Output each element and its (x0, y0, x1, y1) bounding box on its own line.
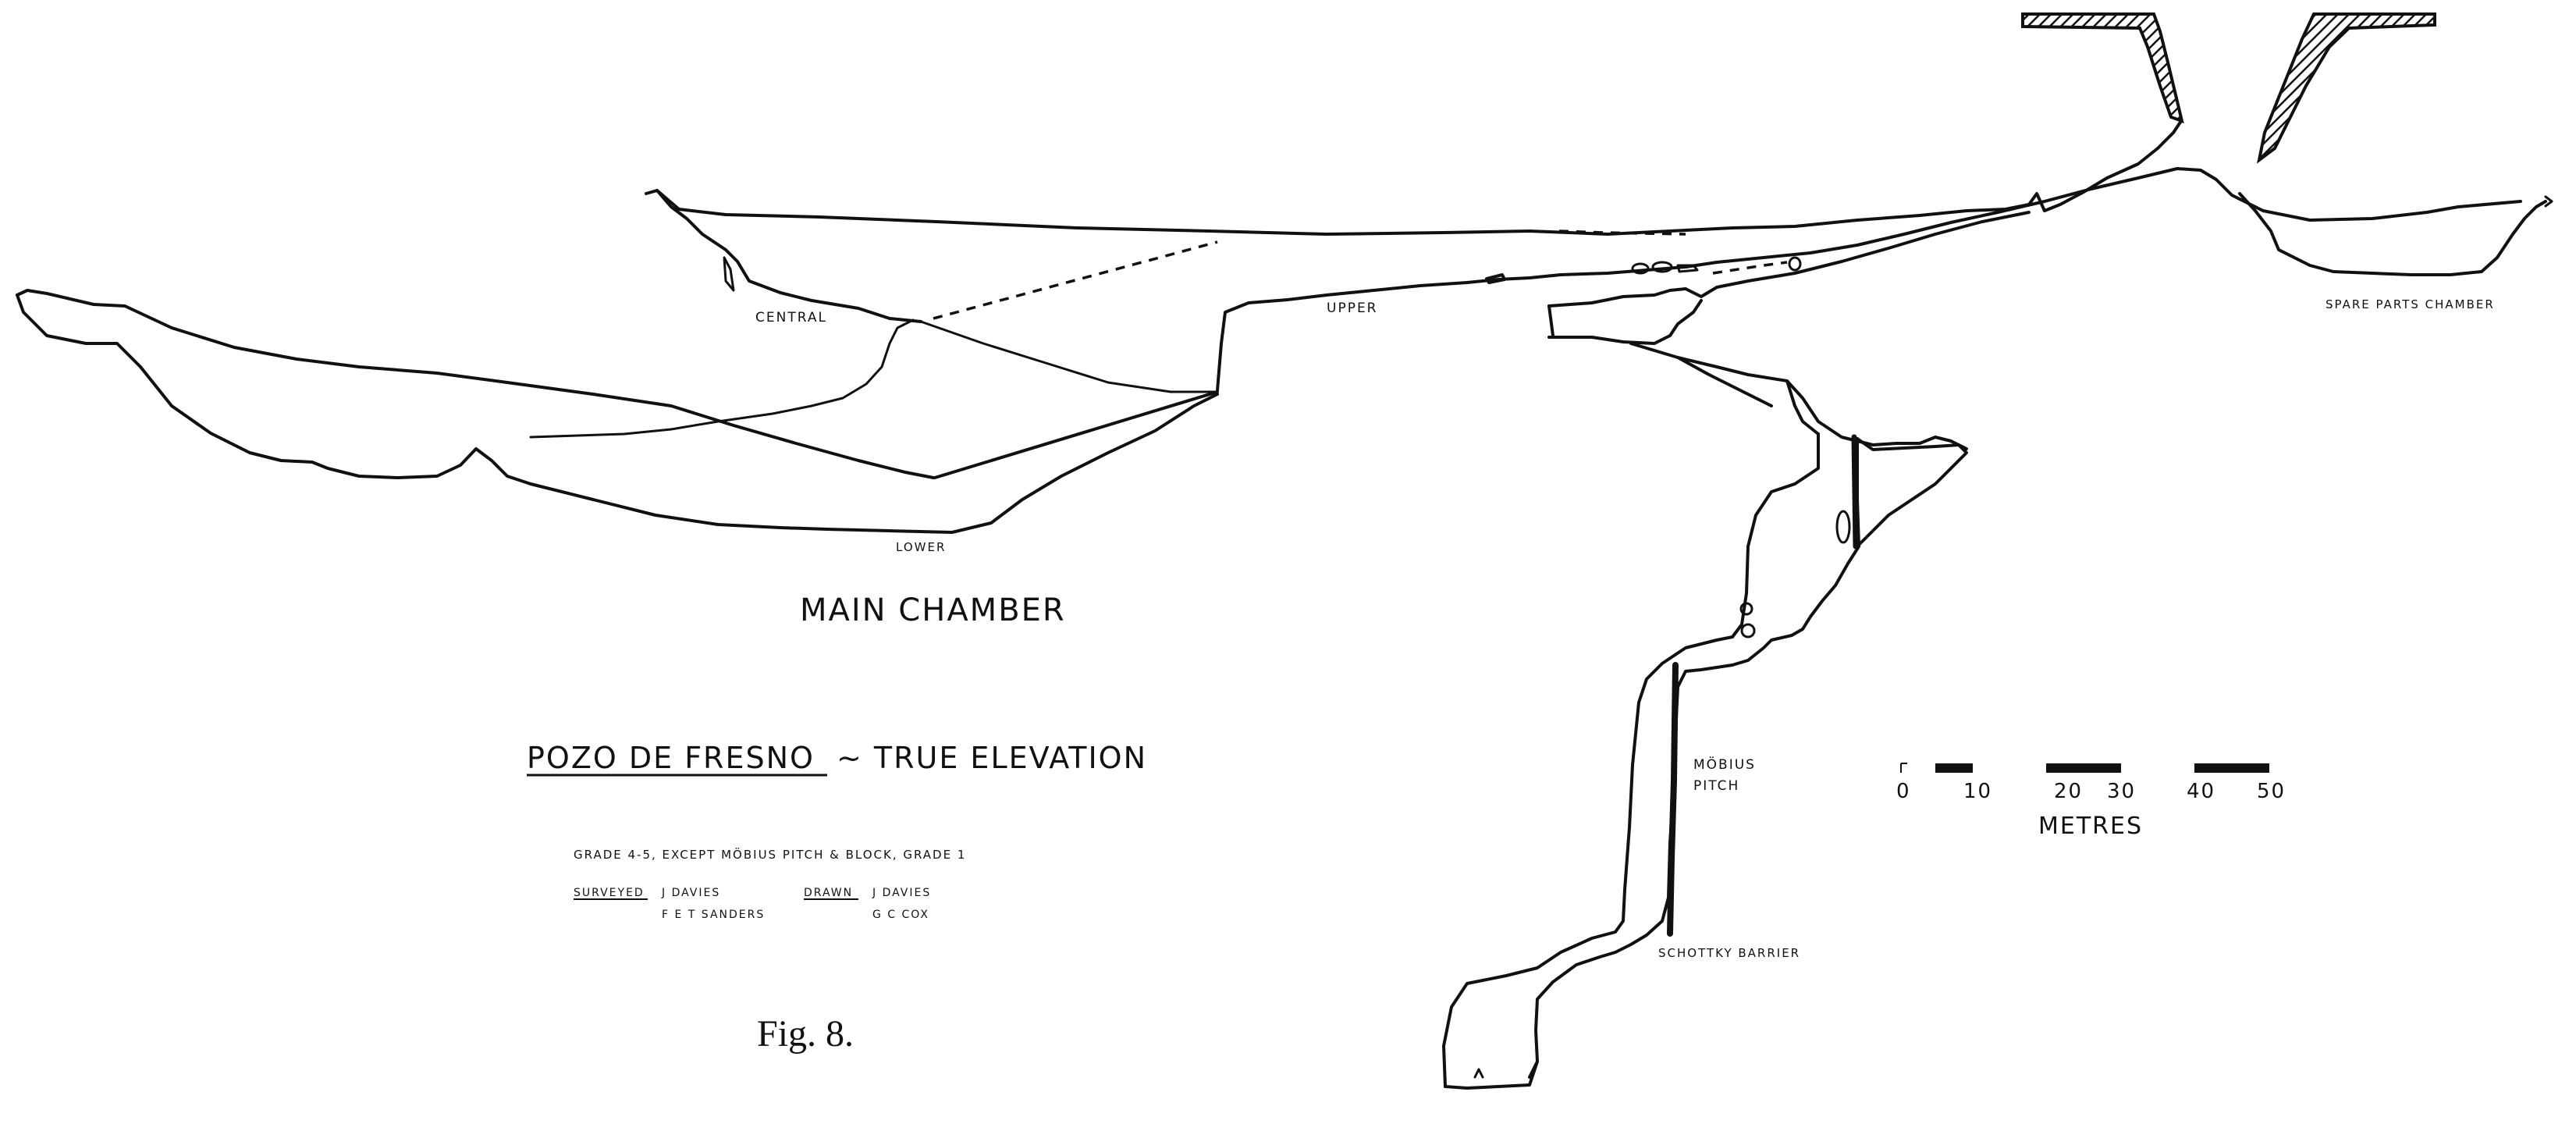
dashed-survey-links (933, 229, 1788, 320)
scale-unit: METRES (2038, 813, 2143, 840)
label-central: CENTRAL (755, 310, 827, 325)
passage-details (723, 195, 2553, 638)
surveyed-label: SURVEYED (574, 887, 645, 899)
scale-segment-40-50 (2194, 763, 2269, 773)
label-spare-parts-chamber: SPARE PARTS CHAMBER (2326, 297, 2495, 311)
scale-bar: 0 10 20 30 40 50 METRES (1896, 763, 2286, 840)
survey-notes: GRADE 4-5, EXCEPT MÖBIUS PITCH & BLOCK, … (574, 847, 966, 921)
figure-caption: Fig. 8. (757, 1013, 854, 1055)
surveyed-line1: J DAVIES (661, 887, 720, 899)
label-main-chamber: MAIN CHAMBER (800, 592, 1066, 628)
scale-tick-50: 50 (2257, 780, 2286, 803)
surface-entrance-hatching (2021, 12, 2436, 164)
passage-outlines (16, 119, 2547, 1090)
scale-tick-20: 20 (2054, 780, 2083, 803)
scale-segment-20-30 (2046, 763, 2121, 773)
grade-note: GRADE 4-5, EXCEPT MÖBIUS PITCH & BLOCK, … (574, 847, 966, 862)
scale-tick-0: 0 (1896, 780, 1911, 803)
drawn-label: DRAWN (804, 887, 853, 899)
label-mobius: MÖBIUS (1693, 756, 1756, 773)
title-rest: ~ TRUE ELEVATION (837, 741, 1147, 775)
surveyed-line2: F E T SANDERS (662, 909, 765, 921)
label-schottky-barrier: SCHOTTKY BARRIER (1658, 946, 1800, 960)
label-pitch: PITCH (1693, 778, 1739, 794)
scale-tick-30: 30 (2107, 780, 2136, 803)
scale-tick-40: 40 (2187, 780, 2215, 803)
drawn-line2: G C COX (872, 909, 929, 921)
map-title: POZO DE FRESNO ~ TRUE ELEVATION (527, 741, 1147, 777)
scale-segment-10-20 (1935, 763, 1973, 773)
scale-tick-10: 10 (1963, 780, 1992, 803)
label-upper: UPPER (1327, 301, 1378, 316)
label-lower: LOWER (896, 540, 946, 554)
drawn-line1: J DAVIES (872, 887, 931, 899)
title-underlined: POZO DE FRESNO (527, 741, 815, 775)
